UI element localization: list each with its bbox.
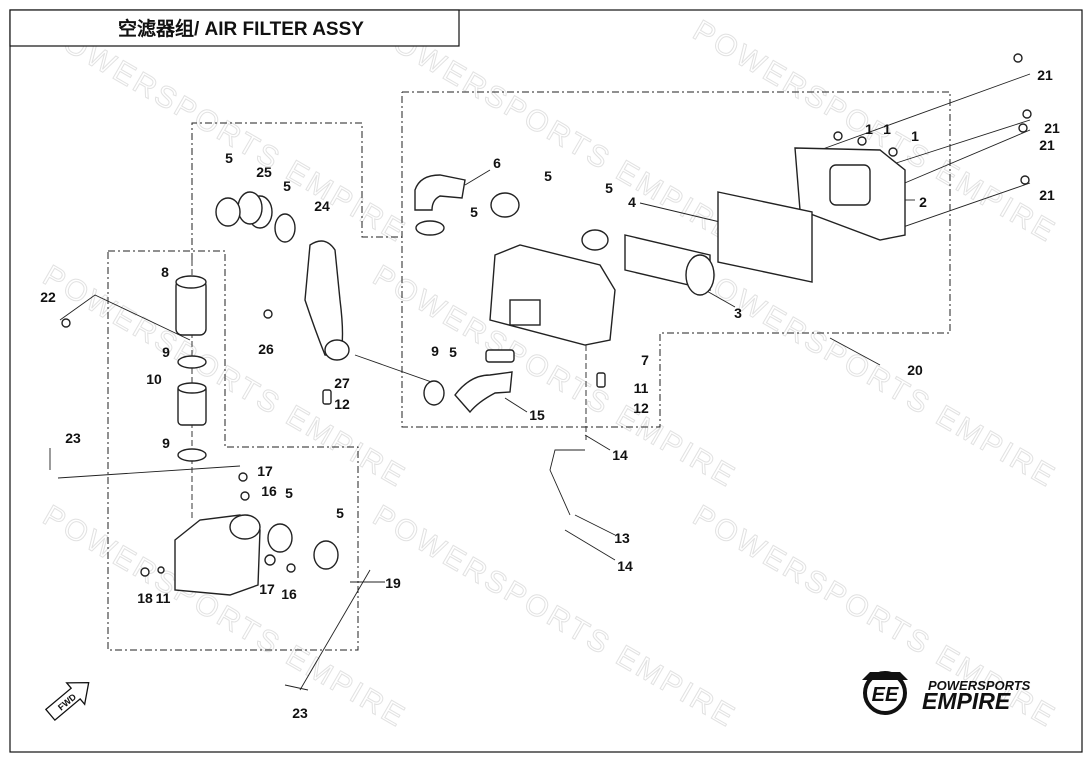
callout-5: 5 bbox=[336, 505, 344, 521]
bolts bbox=[49, 53, 1032, 691]
callout-17: 17 bbox=[259, 581, 275, 597]
callout-1: 1 bbox=[911, 128, 919, 144]
resonator-19 bbox=[174, 514, 261, 596]
intake-tube-24 bbox=[304, 240, 344, 356]
callout-20: 20 bbox=[907, 362, 923, 378]
callout-21: 21 bbox=[1039, 187, 1055, 203]
coupler-25 bbox=[237, 191, 273, 229]
callout-2: 2 bbox=[919, 194, 927, 210]
title-box bbox=[9, 9, 460, 47]
duct-8 bbox=[175, 275, 207, 336]
callout-12: 12 bbox=[633, 400, 649, 416]
air-box bbox=[489, 244, 616, 346]
callout-27: 27 bbox=[334, 375, 350, 391]
callout-26: 26 bbox=[258, 341, 274, 357]
elbow-hose-6 bbox=[414, 174, 466, 211]
callout-13: 13 bbox=[614, 530, 630, 546]
air-box-cover bbox=[794, 147, 906, 241]
powersports-empire-logo: EE POWERSPORTS EMPIRE bbox=[862, 671, 1031, 715]
callout-23: 23 bbox=[292, 705, 308, 721]
callout-1: 1 bbox=[883, 121, 891, 137]
group-outline-20 bbox=[401, 91, 951, 428]
callout-17: 17 bbox=[257, 463, 273, 479]
logo-line2: EMPIRE bbox=[922, 688, 1011, 714]
callout-14: 14 bbox=[617, 558, 633, 574]
callout-8: 8 bbox=[161, 264, 169, 280]
callout-18: 18 bbox=[137, 590, 153, 606]
callout-9: 9 bbox=[162, 435, 170, 451]
leader-lines bbox=[57, 73, 1031, 691]
callout-21: 21 bbox=[1039, 137, 1055, 153]
elbow-hose-15 bbox=[454, 371, 513, 414]
fwd-arrow-icon: FWD bbox=[44, 681, 90, 722]
diagram-title: 空滤器组/ AIR FILTER ASSY bbox=[118, 17, 364, 40]
callout-16: 16 bbox=[281, 586, 297, 602]
callout-5: 5 bbox=[449, 344, 457, 360]
svg-text:POWERSPORTS EMPIRE: POWERSPORTS EMPIRE bbox=[687, 259, 1062, 494]
callout-7: 7 bbox=[641, 352, 649, 368]
callout-15: 15 bbox=[529, 407, 545, 423]
callout-5: 5 bbox=[283, 178, 291, 194]
drawing-frame bbox=[9, 9, 1083, 753]
callout-11: 11 bbox=[634, 380, 649, 396]
callout-5: 5 bbox=[285, 485, 293, 501]
callout-5: 5 bbox=[470, 204, 478, 220]
callout-14: 14 bbox=[612, 447, 628, 463]
callout-5: 5 bbox=[544, 168, 552, 184]
callout-23: 23 bbox=[65, 430, 81, 446]
clamps bbox=[177, 192, 609, 570]
callout-10: 10 bbox=[146, 371, 162, 387]
callout-9: 9 bbox=[162, 344, 170, 360]
callout-21: 21 bbox=[1044, 120, 1060, 136]
svg-text:EE: EE bbox=[872, 684, 899, 706]
callout-9: 9 bbox=[431, 343, 439, 359]
svg-text:POWERSPORTS EMPIRE: POWERSPORTS EMPIRE bbox=[367, 499, 742, 734]
callout-11: 11 bbox=[156, 590, 171, 606]
group-outline-19 bbox=[107, 250, 359, 651]
air-filter-element bbox=[624, 234, 715, 296]
callout-3: 3 bbox=[734, 305, 742, 321]
callout-22: 22 bbox=[40, 289, 56, 305]
callout-16: 16 bbox=[261, 483, 277, 499]
callout-4: 4 bbox=[628, 194, 636, 210]
callout-6: 6 bbox=[493, 155, 501, 171]
callout-5: 5 bbox=[605, 180, 613, 196]
callout-21: 21 bbox=[1037, 67, 1053, 83]
callout-12: 12 bbox=[334, 396, 350, 412]
callout-24: 24 bbox=[314, 198, 330, 214]
callout-1: 1 bbox=[865, 121, 873, 137]
callout-19: 19 bbox=[385, 575, 401, 591]
callout-25: 25 bbox=[256, 164, 272, 180]
callout-labels: 21 1 1 1 21 21 2 21 6 5 5 25 5 5 4 5 24 … bbox=[40, 67, 1060, 721]
logo-line1: POWERSPORTS bbox=[928, 678, 1031, 693]
sleeve-10 bbox=[177, 382, 207, 426]
cover-seal bbox=[717, 191, 813, 283]
callout-5: 5 bbox=[225, 150, 233, 166]
drain-tube-13 bbox=[549, 449, 585, 516]
group-outline-intake bbox=[191, 122, 402, 260]
